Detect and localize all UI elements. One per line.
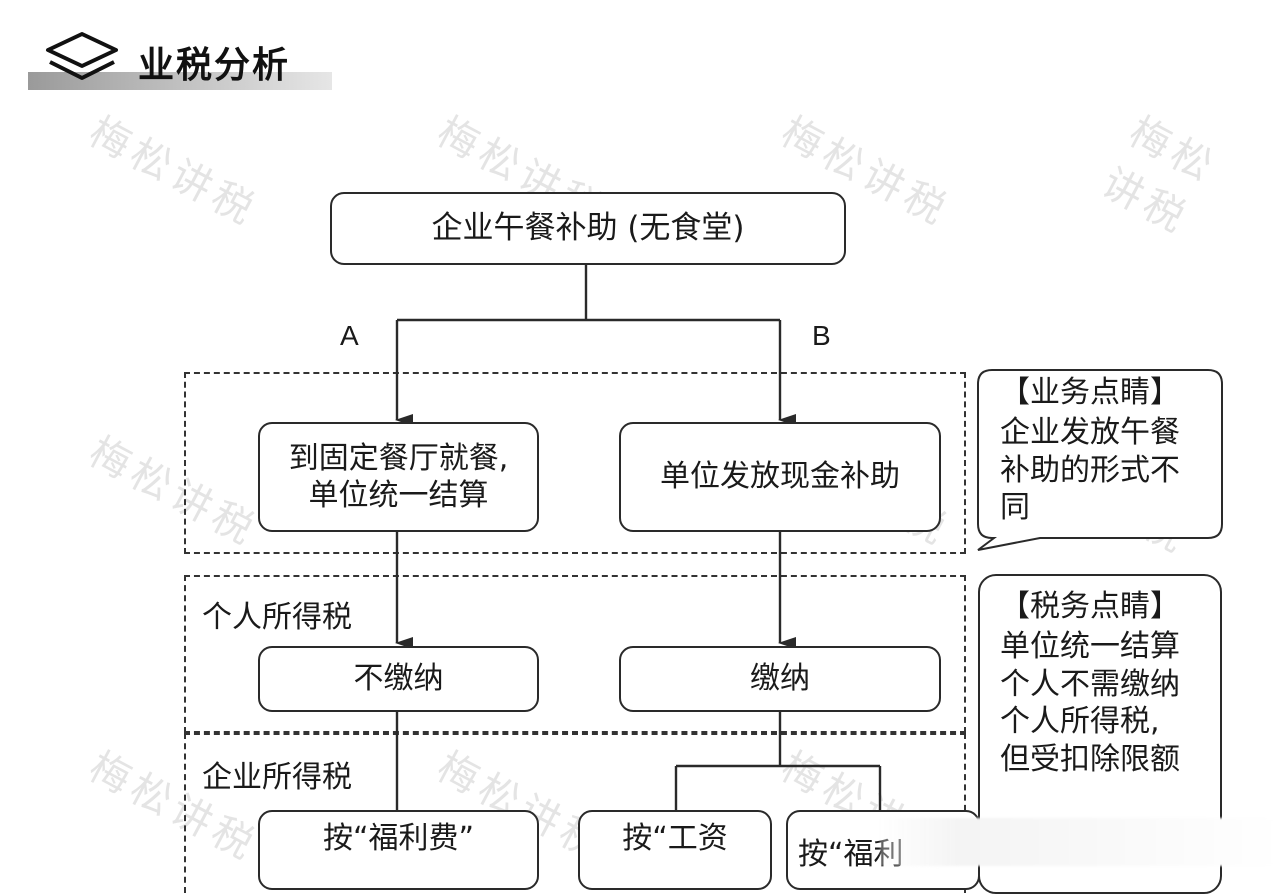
node-cash-subsidy-label: 单位发放现金补助 [660, 459, 900, 495]
node-fixed-restaurant-label: 到固定餐厅就餐, 单位统一结算 [288, 440, 509, 514]
header-bar [28, 72, 332, 90]
node-cash-subsidy: 单位发放现金补助 [619, 422, 941, 532]
iit-section-frame [184, 575, 966, 733]
layers-icon [46, 32, 118, 80]
top-node: 企业午餐补助 (无食堂) [330, 192, 846, 265]
node-pay-tax: 缴纳 [619, 646, 941, 712]
bottom-blur-overlay [880, 818, 1280, 866]
node-fixed-restaurant: 到固定餐厅就餐, 单位统一结算 [258, 422, 539, 532]
node-no-tax: 不缴纳 [258, 646, 539, 712]
callout-business-body: 企业发放午餐 补助的形式不 同 [1000, 415, 1180, 525]
node-no-tax-label: 不缴纳 [353, 661, 444, 697]
node-welfare-fee: 按“福利费” [258, 810, 539, 890]
node-salary: 按“工资 [578, 810, 772, 890]
top-node-label: 企业午餐补助 (无食堂) [431, 210, 745, 247]
node-salary-label: 按“工资 [622, 821, 728, 856]
callout-business-title: 【业务点睛】 [1000, 375, 1180, 410]
callout-tax-title: 【税务点睛】 [1000, 589, 1180, 624]
callout-tax-body: 单位统一结算 个人不需缴纳 个人所得税, 但受扣除限额 [1000, 629, 1180, 777]
node-welfare-fee-label: 按“福利费” [322, 821, 475, 856]
connector-lines [395, 264, 882, 810]
section-label-cit: 企业所得税 [202, 760, 352, 795]
branch-label-a: A [340, 320, 359, 351]
page-title: 业税分析 [138, 45, 291, 86]
node-pay-tax-label: 缴纳 [750, 661, 810, 697]
section-label-iit: 个人所得税 [202, 600, 352, 635]
branch-label-b: B [812, 320, 831, 351]
callout-business-bubble [977, 369, 1223, 551]
business-section-frame [184, 372, 966, 554]
